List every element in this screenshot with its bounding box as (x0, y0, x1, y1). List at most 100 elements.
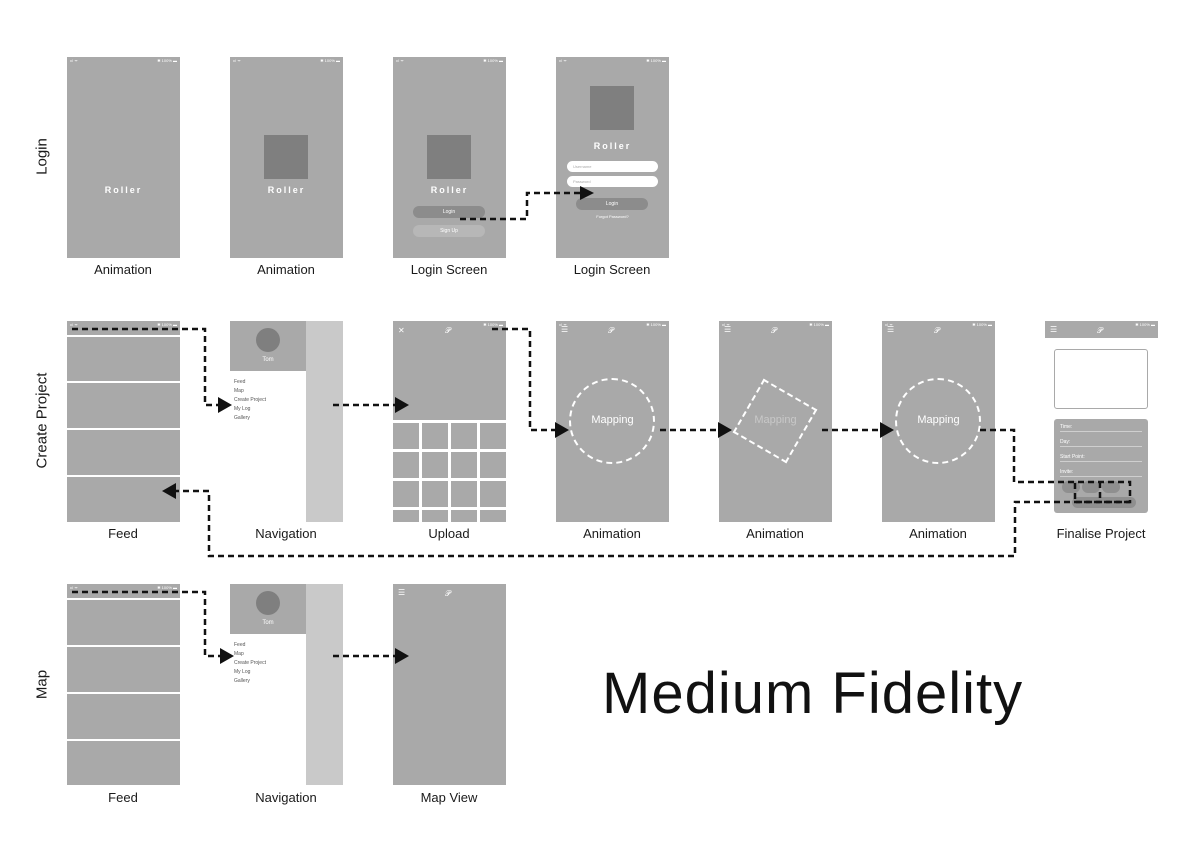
roller-logo-icon: 𝒫 (771, 326, 777, 335)
nav-item-create-project[interactable]: Create Project (234, 660, 266, 666)
brand-text: Roller (104, 185, 143, 195)
status-bar: ✱ 100% ▬ (483, 322, 503, 327)
hamburger-menu-icon[interactable]: ☰ (561, 325, 569, 334)
mapping-text: Mapping (591, 414, 634, 426)
brand-text: Roller (267, 185, 306, 195)
nav-item-map[interactable]: Map (234, 388, 244, 394)
hamburger-menu-icon[interactable]: ☰ (398, 588, 406, 597)
brand-text: Roller (430, 185, 469, 195)
screen-animation-1: ııl ᯤ✱ 100% ▬ Roller (67, 57, 180, 258)
hamburger-menu-icon[interactable]: ☰ (887, 325, 895, 334)
gallery-thumb[interactable] (422, 510, 448, 522)
screen-login-2: ııl ᯤ✱ 100% ▬ Roller Username Password L… (556, 57, 669, 258)
upload-preview (393, 321, 506, 420)
roller-logo-icon: 𝒫 (934, 326, 940, 335)
nav-item-feed[interactable]: Feed (234, 379, 246, 385)
arrowhead (880, 422, 894, 438)
screen-navigation: Tom Feed Map Create Project My Log Galle… (230, 321, 343, 522)
nav-item-gallery[interactable]: Gallery (234, 678, 250, 684)
caption: Feed (108, 526, 138, 541)
mapping-text: Mapping (754, 414, 797, 426)
screen-upload: ✱ 100% ▬ ✕ 𝒫 (393, 321, 506, 522)
nav-item-map[interactable]: Map (234, 651, 244, 657)
nav-item-feed[interactable]: Feed (234, 642, 246, 648)
roller-logo-icon: 𝒫 (445, 589, 451, 598)
nav-overlay[interactable] (306, 584, 343, 785)
nav-item-gallery[interactable]: Gallery (234, 415, 250, 421)
gallery-thumb[interactable] (451, 510, 477, 522)
arrowhead (162, 483, 176, 499)
invite-avatar[interactable] (1082, 481, 1100, 493)
caption: Animation (909, 526, 967, 541)
caption: Login Screen (410, 262, 488, 277)
gallery-thumb[interactable] (451, 452, 477, 478)
mapping-circle (569, 378, 655, 464)
start-point-field[interactable] (1060, 461, 1142, 462)
invite-field[interactable] (1060, 476, 1142, 477)
feed-divider (67, 381, 180, 383)
feed-divider (67, 475, 180, 477)
arrowhead (220, 648, 234, 664)
arrowhead (555, 422, 569, 438)
nav-item-create-project[interactable]: Create Project (234, 397, 266, 403)
invite-avatar[interactable] (1102, 481, 1120, 493)
logo-placeholder (590, 86, 634, 130)
gallery-thumb[interactable] (480, 481, 506, 507)
forgot-password-link[interactable]: Forgot Password? (596, 214, 629, 219)
status-bar: ııl ᯤ✱ 100% ▬ (233, 58, 340, 63)
gallery-thumb[interactable] (393, 481, 419, 507)
gallery-thumb[interactable] (480, 423, 506, 449)
caption: Animation (257, 262, 315, 277)
caption: Animation (94, 262, 152, 277)
roller-logo-icon: 𝒫 (608, 326, 614, 335)
username-field[interactable]: Username (567, 161, 658, 172)
nav-item-my-log[interactable]: My Log (234, 406, 251, 412)
gallery-thumb[interactable] (393, 510, 419, 522)
caption: Map View (420, 790, 478, 805)
connector-map-feed-nav (72, 590, 220, 658)
day-field[interactable] (1060, 446, 1142, 447)
hamburger-menu-icon[interactable]: ☰ (724, 325, 732, 334)
feed-divider (67, 428, 180, 430)
status-bar: ııl ᯤ✱ 100% ▬ (559, 322, 666, 327)
time-field[interactable] (1060, 431, 1142, 432)
gallery-thumb[interactable] (422, 423, 448, 449)
status-bar: ııl ᯤ✱ 100% ▬ (70, 58, 177, 63)
gallery-thumb[interactable] (480, 452, 506, 478)
gallery-thumb[interactable] (393, 452, 419, 478)
gallery-thumb[interactable] (422, 452, 448, 478)
status-bar: ııl ᯤ✱ 100% ▬ (70, 585, 177, 590)
connector-feed-nav (72, 327, 220, 407)
caption: Navigation (255, 526, 317, 541)
connector-login (460, 191, 580, 221)
connector-finalise-feed (176, 489, 1130, 558)
screen-login-1: ııl ᯤ✱ 100% ▬ Roller Login Sign Up (393, 57, 506, 258)
mapping-circle (895, 378, 981, 464)
login-button[interactable]: Login (576, 198, 648, 210)
arrowhead (218, 397, 232, 413)
gallery-thumb[interactable] (422, 481, 448, 507)
password-field[interactable]: Password (567, 176, 658, 187)
gallery-thumb[interactable] (451, 423, 477, 449)
roller-logo-icon: 𝒫 (445, 326, 451, 335)
arrowhead (395, 648, 409, 664)
mapping-text: Mapping (917, 414, 960, 426)
hamburger-menu-icon[interactable]: ☰ (1050, 325, 1058, 334)
status-bar: ııl ᯤ✱ 100% ▬ (70, 322, 177, 327)
status-bar: ✱ 100% ▬ (1135, 322, 1155, 327)
nav-overlay[interactable] (306, 321, 343, 522)
close-icon[interactable]: ✕ (398, 326, 405, 335)
project-image-box[interactable] (1054, 349, 1148, 409)
invite-label: Invite: (1060, 469, 1074, 475)
feed-divider (67, 692, 180, 694)
screen-feed: ııl ᯤ✱ 100% ▬ (67, 321, 180, 522)
gallery-thumb[interactable] (393, 423, 419, 449)
nav-item-my-log[interactable]: My Log (234, 669, 251, 675)
screen-animation-2: ııl ᯤ✱ 100% ▬ Roller (230, 57, 343, 258)
signup-button[interactable]: Sign Up (413, 225, 485, 237)
login-button[interactable]: Login (413, 206, 485, 218)
gallery-thumb[interactable] (480, 510, 506, 522)
caption: Login Screen (573, 262, 651, 277)
gallery-thumb[interactable] (451, 481, 477, 507)
page-title: Medium Fidelity (602, 661, 1024, 726)
